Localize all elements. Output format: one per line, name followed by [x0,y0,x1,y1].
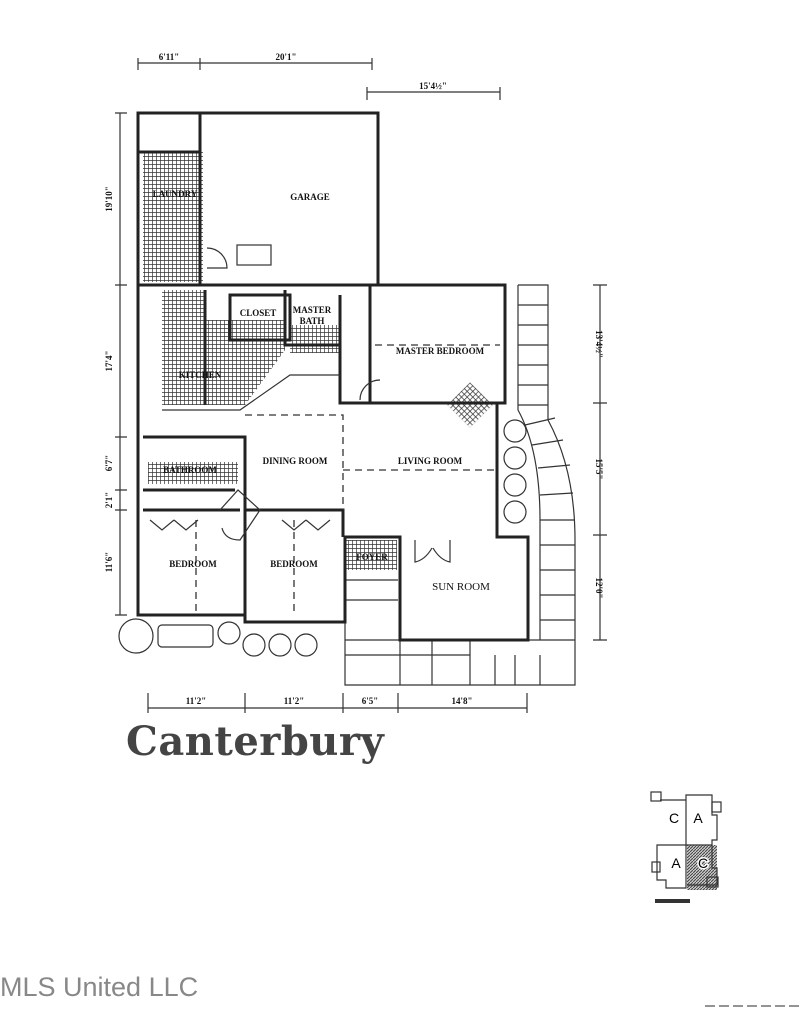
dim-right-3: 12'0" [594,578,604,599]
key-unit-4: C [698,855,708,871]
dim-left-3: 6'7" [104,455,114,472]
plan-title: Canterbury [126,718,385,765]
room-divisions [195,344,500,615]
key-unit-3: A [671,855,681,871]
dim-left-2: 17'4" [104,351,114,372]
dim-left-1: 19'10" [104,186,114,212]
dim-top-1: 6'11" [159,52,180,62]
walls [136,111,530,642]
dimension-lines [115,58,607,713]
label-dining-room: DINING ROOM [263,456,328,466]
label-laundry: LAUNDRY [153,189,198,199]
key-plan: C A A C [650,791,722,903]
label-master-bedroom: MASTER BEDROOM [396,346,485,356]
label-bathroom: BATHROOM [163,465,217,475]
dim-left-4: 2'1" [104,492,114,509]
label-kitchen: KITCHEN [179,370,222,380]
label-garage: GARAGE [290,192,330,202]
label-bedroom-1: BEDROOM [169,559,217,569]
dimension-labels: 6'11" 20'1" 15'4½" 19'10" 17'4" 6'7" 2'1… [104,52,604,706]
label-living-room: LIVING ROOM [398,456,463,466]
dim-bottom-1: 11'2" [186,696,207,706]
dim-top-2: 20'1" [276,52,297,62]
dim-bottom-2: 11'2" [284,696,305,706]
key-unit-2: A [693,810,703,826]
label-master-bath-1: MASTER [293,305,332,315]
tile-floors [143,152,493,570]
dim-left-5: 11'6" [104,552,114,573]
dim-bottom-3: 6'5" [362,696,379,706]
label-foyer: FOYER [356,552,388,562]
label-sun-room: SUN ROOM [432,581,490,593]
label-master-bath-2: BATH [300,316,325,326]
dim-bottom-4: 14'8" [452,696,473,706]
doors [149,247,451,563]
dim-right-2: 15'5" [594,459,604,480]
label-bedroom-2: BEDROOM [270,559,318,569]
dim-right-1: 13'4½" [594,330,604,358]
room-labels: GARAGE CLOSET MASTER BATH MASTER BEDROOM… [153,189,490,593]
key-unit-1: C [669,810,679,826]
landscaping [118,419,527,657]
walkway [344,284,576,686]
dim-top-3: 15'4½" [419,81,447,91]
label-closet: CLOSET [240,308,277,318]
watermark: MLS United LLC [0,972,199,1002]
